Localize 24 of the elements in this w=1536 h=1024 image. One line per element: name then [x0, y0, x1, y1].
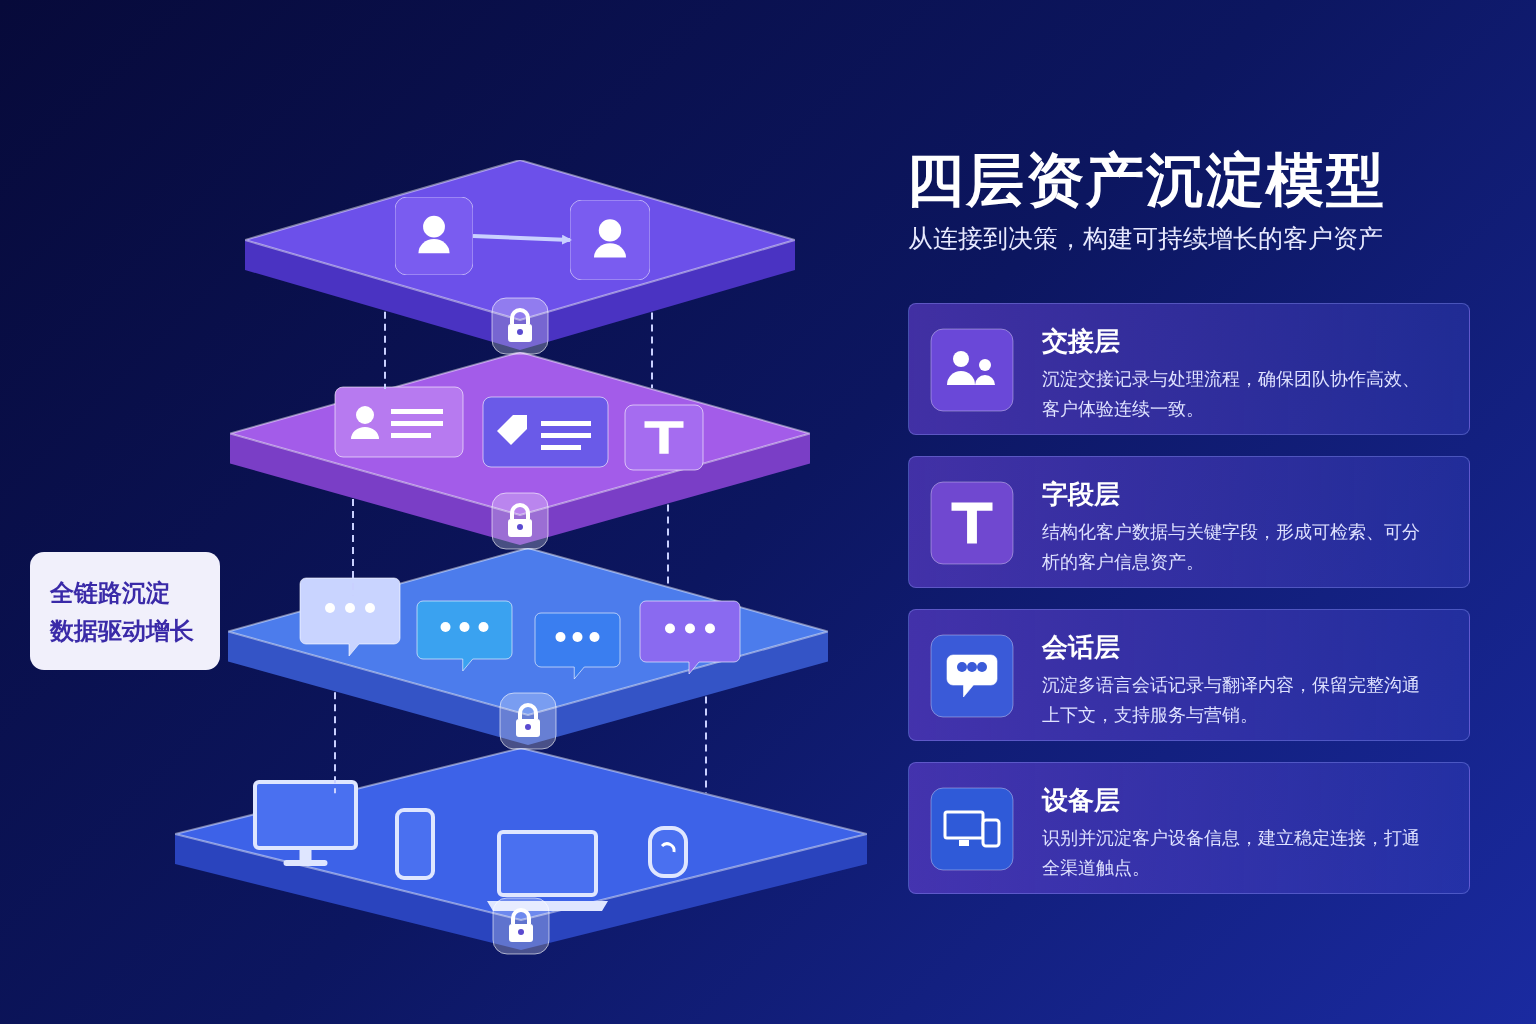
- card-heading: 会话层: [1042, 631, 1120, 664]
- card-text: 沉淀交接记录与处理流程，确保团队协作高效、客户体验连续一致。: [1042, 367, 1421, 421]
- person-icon: [570, 200, 650, 280]
- dashed-line: [334, 691, 336, 795]
- badge-text: 数据驱动增长: [50, 616, 195, 647]
- layer-card: [908, 456, 1470, 588]
- dashed-line: [384, 310, 386, 390]
- dashed-line: [705, 695, 707, 794]
- card-heading: 交接层: [1042, 325, 1120, 358]
- dashed-line: [651, 311, 653, 390]
- card-text: 结构化客户数据与关键字段，形成可检索、可分析的客户信息资产。: [1042, 520, 1421, 574]
- layer-card: [908, 303, 1470, 435]
- layer-card: [908, 609, 1470, 741]
- card-heading: 设备层: [1042, 784, 1120, 817]
- card-text: 沉淀多语言会话记录与翻译内容，保留完整沟通上下文，支持服务与营销。: [1042, 673, 1421, 727]
- arrow: [472, 234, 572, 245]
- badge-text: 全链路沉淀: [50, 578, 171, 609]
- card-text: 识别并沉淀客户设备信息，建立稳定连接，打通全渠道触点。: [1042, 826, 1421, 880]
- card-heading: 字段层: [1042, 478, 1120, 511]
- subtitle: 从连接到决策，构建可持续增长的客户资产: [908, 223, 1383, 255]
- person-icon: [395, 197, 473, 275]
- badge: [30, 552, 220, 670]
- layer-card: [908, 762, 1470, 894]
- title: 四层资产沉淀模型: [906, 145, 1386, 216]
